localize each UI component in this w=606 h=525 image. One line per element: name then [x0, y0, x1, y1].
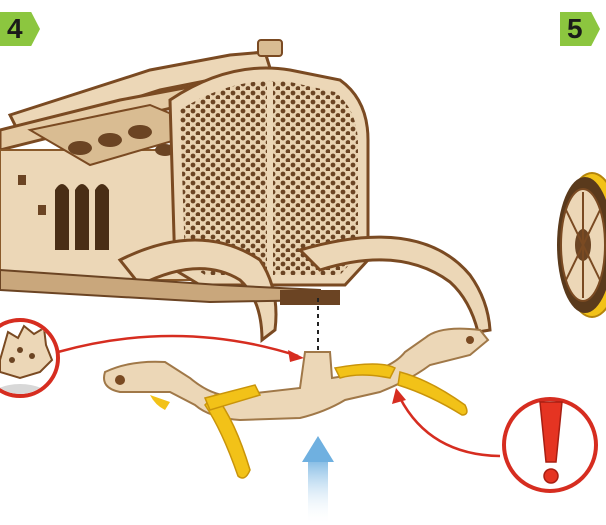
front-axle-part: [104, 329, 488, 478]
car-body-assembly: [0, 40, 490, 340]
warning-exclamation-icon: [504, 399, 596, 491]
gear-callout-arrowhead: [288, 350, 304, 362]
insert-direction-arrow-icon: [302, 436, 334, 525]
warning-callout-arrowhead: [392, 388, 406, 404]
gear-detail-callout-icon: [0, 320, 58, 412]
wheel-part: [557, 173, 606, 317]
